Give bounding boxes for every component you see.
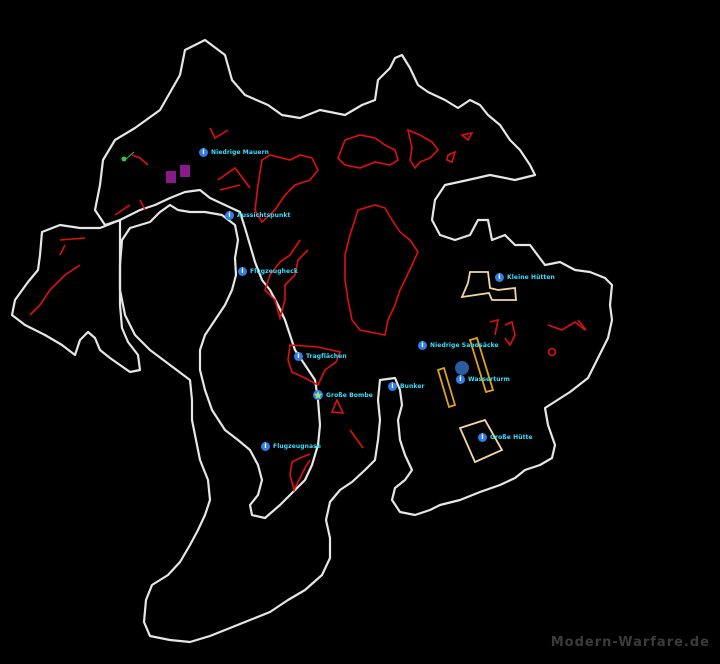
water-tower-marker [455, 361, 469, 375]
purple-marker-1 [166, 171, 176, 183]
green-spawn-arrow [125, 151, 135, 160]
purple-marker-2 [180, 165, 190, 177]
poi-aussichtspunkt[interactable]: i Aussichtspunkt [225, 211, 290, 220]
poi-grosse-hutte[interactable]: i Große Hütte [478, 433, 533, 442]
poi-label: Niedrige Mauern [211, 149, 270, 156]
water-tower-ladder-left [436, 366, 457, 409]
grosse-hutte-building [458, 418, 504, 464]
poi-grosse-bombe[interactable]: Große Bombe [313, 390, 373, 400]
poi-flugzeugheck[interactable]: i Flugzeugheck [238, 267, 298, 276]
poi-label: Aussichtspunkt [237, 212, 291, 219]
watermark: Modern-Warfare.de [550, 635, 710, 650]
poi-label: Flugzeugnase [273, 443, 322, 450]
poi-wasserturm[interactable]: i Wasserturm [456, 375, 510, 384]
poi-label: Flugzeugheck [250, 268, 298, 275]
info-icon: i [456, 375, 465, 384]
water-tower-ladder-right [468, 336, 495, 394]
info-icon: i [238, 267, 247, 276]
info-icon: i [388, 382, 397, 391]
poi-niedrige-mauern[interactable]: i Niedrige Mauern [199, 148, 269, 157]
poi-bunker[interactable]: i Bunker [388, 382, 425, 391]
poi-label: Große Bombe [326, 391, 373, 399]
info-icon: i [495, 273, 504, 282]
info-icon: i [199, 148, 208, 157]
star-icon [313, 390, 323, 400]
map-outline-west [10, 218, 142, 374]
walls-layer [29, 127, 587, 493]
info-icon: i [294, 352, 303, 361]
kleine-hutten-building [460, 271, 517, 301]
info-icon: i [478, 433, 487, 442]
water-tower-layer [436, 336, 495, 409]
poi-label: Kleine Hütten [507, 274, 555, 281]
poi-kleine-hutten[interactable]: i Kleine Hütten [495, 273, 555, 282]
poi-tragflachen[interactable]: i Tragflächen [294, 352, 347, 361]
poi-label: Wasserturm [468, 376, 510, 383]
poi-label: Große Hütte [490, 434, 533, 441]
info-icon: i [225, 211, 234, 220]
poi-flugzeugnase[interactable]: i Flugzeugnase [261, 442, 321, 451]
poi-label: Niedrige Sandsäcke [430, 342, 499, 349]
info-icon: i [261, 442, 270, 451]
buildings-layer [458, 271, 517, 464]
poi-label: Tragflächen [306, 353, 347, 360]
info-icon: i [418, 341, 427, 350]
map-outline [93, 38, 614, 644]
poi-niedrige-sandsacke[interactable]: i Niedrige Sandsäcke [418, 341, 499, 350]
green-spawn-marker [121, 156, 127, 162]
poi-label: Bunker [400, 383, 425, 390]
